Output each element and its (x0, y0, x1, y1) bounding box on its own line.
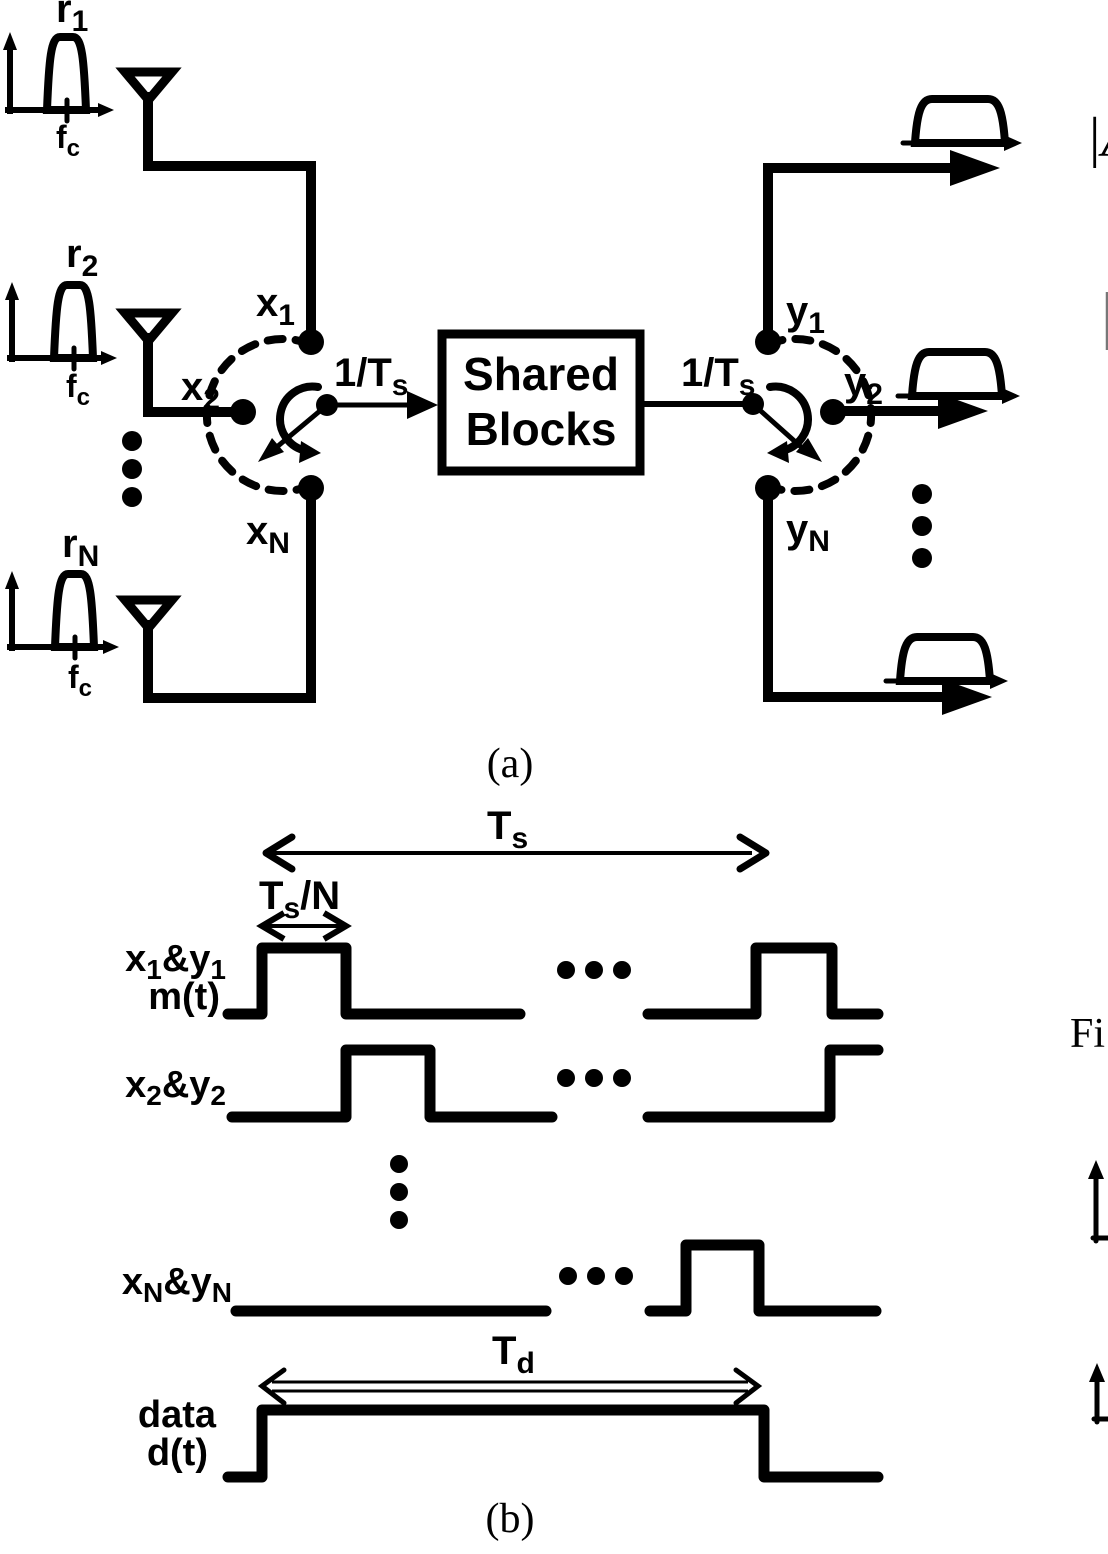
ts-over-n-arrow (256, 910, 352, 942)
rows-ellipsis-vertical (390, 1155, 408, 1229)
label-td: Td (492, 1329, 535, 1380)
wire-xn (143, 489, 316, 703)
input-spectrum-rn: rN fc (5, 522, 119, 702)
spectrum-bump-rn (50, 570, 99, 651)
rotation-arrow-icon (276, 382, 322, 455)
caption-a: (a) (487, 741, 534, 787)
rotation-arrow-icon (766, 382, 812, 455)
edge-fragments: |A Fi (1070, 107, 1108, 1425)
label-ts-over-n: Ts/N (259, 874, 340, 925)
output-ellipsis-dots (912, 484, 932, 568)
label-yn: yN (786, 507, 830, 558)
axis-arrow-up-icon (5, 282, 19, 300)
data-fn-label: d(t) (147, 1432, 208, 1474)
ts-span-arrow (262, 833, 770, 873)
rown-label: xN&yN (122, 1261, 232, 1308)
spectrum-bump-yn (895, 633, 995, 685)
spectrum-bump-r2 (49, 281, 98, 362)
box-label-line1: Shared (463, 348, 619, 400)
axis-arrow-right-icon (98, 103, 114, 117)
contact-x1 (298, 329, 324, 355)
antenna-1-icon (115, 67, 182, 107)
wiper-arrow-icon (258, 438, 284, 462)
wire-x1 (143, 92, 316, 339)
axis-arrow-up-icon (1088, 1160, 1104, 1179)
rotation-arrow-head (767, 441, 789, 463)
output-spectrum-y2 (895, 348, 1020, 404)
row1-ellipsis (557, 961, 631, 979)
waveform-data (222, 1404, 884, 1483)
label-rate-output: 1/Ts (681, 351, 755, 402)
axis-arrow-up-icon (5, 571, 19, 589)
label-y1: y1 (786, 289, 825, 340)
antenna-3-icon (115, 595, 182, 635)
row2-ellipsis (557, 1069, 631, 1087)
shared-blocks-box: Shared Blocks (437, 329, 645, 476)
row1-fn-label: m(t) (148, 976, 220, 1018)
rown-ellipsis (559, 1267, 633, 1285)
switch-arc (202, 335, 314, 495)
label-y2: y2 (844, 360, 883, 411)
waveform-row2-right (642, 1044, 884, 1123)
input-switch: 1/Ts (202, 329, 408, 501)
baseline-arrow-icon (990, 673, 1008, 689)
fragment-amplitude-label: |A (1086, 107, 1108, 169)
wire-y1 (763, 163, 957, 345)
box-outline (437, 329, 645, 476)
spectrum-bump-r1 (42, 33, 91, 114)
part-b-timing: Ts Ts/N x1&y1 m(t) x2&y2 xN&yN (122, 804, 884, 1542)
row1-label: x1&y1 (125, 938, 226, 985)
axis-arrow-right-icon (103, 640, 119, 654)
waveform-row1-right (642, 942, 884, 1020)
input-ellipsis-dots (122, 431, 142, 507)
wiper-arm (750, 401, 803, 449)
label-xn: xN (246, 509, 290, 560)
label-rn: rN (62, 522, 99, 573)
wiper-arrow-icon (796, 438, 822, 462)
label-x2: x2 (181, 365, 220, 416)
rotation-arrow-head (299, 441, 321, 463)
fragment-axis-2 (1089, 1363, 1108, 1425)
contact-xn (298, 475, 324, 501)
data-label: data (138, 1394, 217, 1436)
label-fc-n: fc (68, 659, 92, 702)
axis-arrow-up-icon (3, 32, 17, 50)
fragment-axis-1 (1088, 1160, 1108, 1244)
axis-arrow-up-icon (1089, 1363, 1105, 1382)
spectrum-bump-y2 (907, 348, 1007, 400)
fragment-fig-caption: Fi (1070, 1011, 1105, 1057)
spectrum-bump-y1 (910, 95, 1010, 147)
row2-label: x2&y2 (125, 1064, 226, 1111)
part-a-diagram: r1 fc r2 fc rN fc (3, 0, 1022, 787)
waveform-row2-left (226, 1044, 558, 1123)
baseline-arrow-icon (1002, 388, 1020, 404)
wire-yn (763, 485, 949, 702)
waveform-row1-left (222, 942, 526, 1020)
label-x1: x1 (256, 281, 295, 332)
caption-b: (b) (486, 1496, 535, 1542)
label-fc-2: fc (66, 368, 90, 411)
output-spectrum-y1 (900, 95, 1022, 151)
axis-arrow-right-icon (101, 351, 117, 365)
input-spectrum-r1: r1 fc (3, 0, 114, 162)
label-fc-1: fc (56, 119, 80, 162)
label-r1: r1 (56, 0, 88, 38)
wire-y2-arrow-icon (938, 393, 988, 429)
box-label-line2: Blocks (466, 403, 617, 455)
antenna-2-icon (115, 308, 182, 348)
td-span-arrow (257, 1367, 763, 1406)
label-rate-input: 1/Ts (334, 351, 408, 402)
output-spectrum-yn (883, 633, 1008, 689)
waveform-rown-right (644, 1239, 882, 1317)
feed-arrow-icon (407, 391, 438, 419)
wire-y1-arrow-icon (950, 150, 1000, 186)
wire-yn-arrow-icon (942, 679, 992, 715)
contact-x2 (230, 399, 256, 425)
input-spectrum-r2: r2 fc (5, 232, 117, 411)
label-r2: r2 (66, 232, 98, 283)
label-ts: Ts (487, 804, 528, 855)
